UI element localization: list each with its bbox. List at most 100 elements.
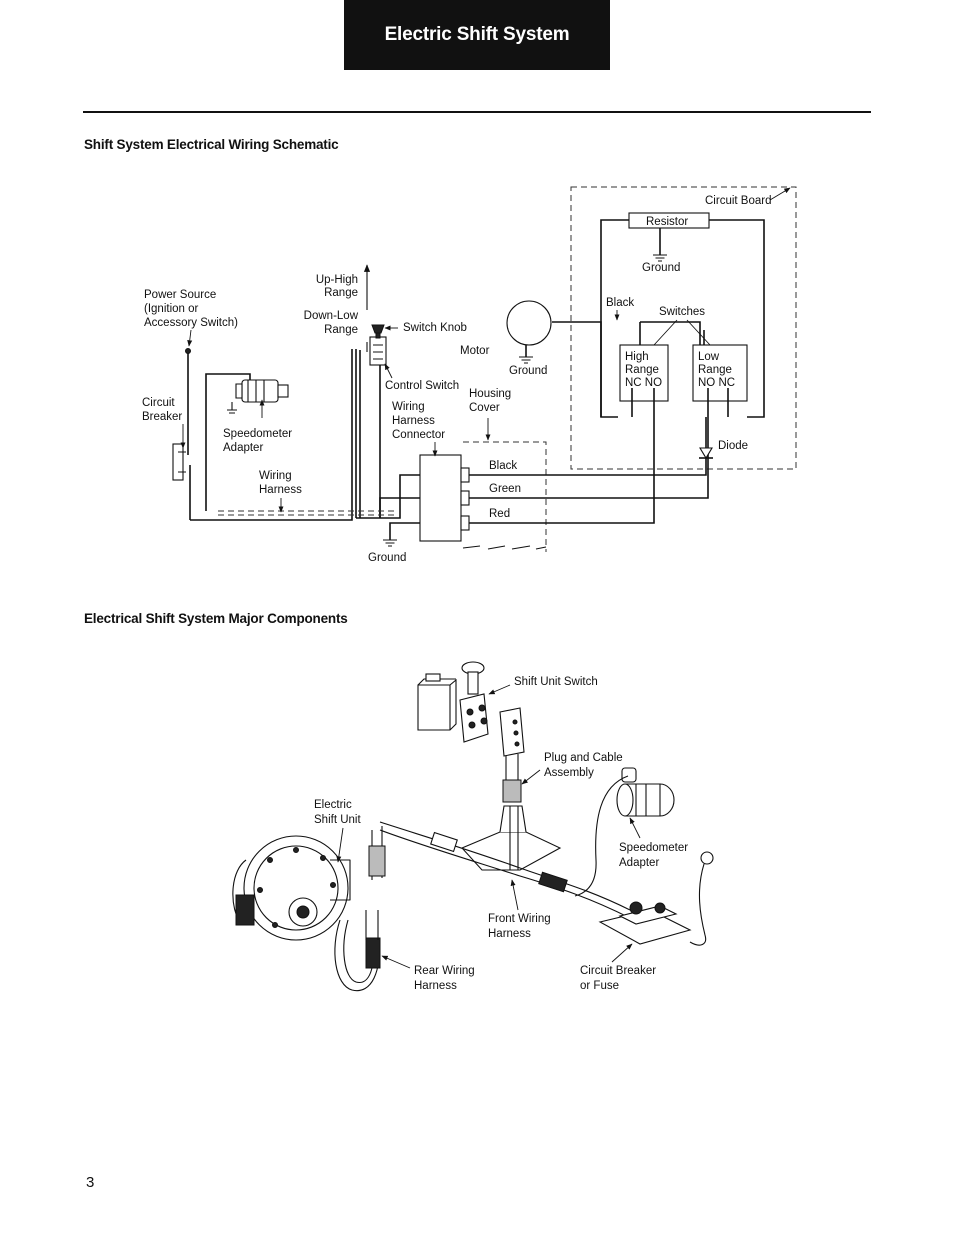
leader-rear-wiring bbox=[381, 955, 411, 969]
speedometer-adapter-icon bbox=[235, 379, 289, 403]
leader-control-switch bbox=[384, 363, 393, 379]
page-header-tab: Electric Shift System bbox=[344, 0, 610, 70]
speedometer-lead bbox=[574, 775, 629, 897]
breaker-terminals bbox=[178, 451, 186, 473]
page-header-title: Electric Shift System bbox=[384, 24, 570, 45]
speedometer-adapter-component bbox=[616, 767, 675, 817]
high-range-label-1: High bbox=[625, 351, 649, 363]
housing-cover-outline bbox=[463, 441, 547, 552]
wire-power-source bbox=[187, 352, 191, 520]
label-speedometer-adapter-comp-1: Speedometer bbox=[619, 842, 688, 854]
ground-symbol-motor bbox=[519, 356, 533, 364]
rear-harness-connector bbox=[365, 937, 381, 969]
control-box-icon bbox=[417, 673, 457, 731]
housing-cover-break bbox=[462, 545, 547, 550]
label-switches: Switches bbox=[659, 306, 705, 318]
label-circuit-breaker-fuse-1: Circuit Breaker bbox=[580, 965, 656, 977]
label-diode: Diode bbox=[718, 440, 748, 452]
leader-shift-unit-switch bbox=[488, 684, 511, 695]
harness-main-run bbox=[190, 349, 381, 521]
label-wiring-harness-2: Harness bbox=[259, 484, 302, 496]
label-connector-3: Connector bbox=[392, 429, 445, 441]
label-control-switch: Control Switch bbox=[385, 380, 459, 392]
high-range-label-2: Range bbox=[625, 364, 659, 376]
label-black-board: Black bbox=[606, 297, 634, 309]
label-power-source-2: (Ignition or bbox=[144, 303, 199, 315]
ground-symbol-resistor bbox=[653, 254, 667, 262]
label-circuit-breaker-2: Breaker bbox=[142, 411, 182, 423]
label-plug-cable-1: Plug and Cable bbox=[544, 752, 623, 764]
label-circuit-board: Circuit Board bbox=[705, 195, 771, 207]
connector-pin-green bbox=[460, 490, 470, 506]
label-power-source-3: Accessory Switch) bbox=[144, 317, 238, 329]
front-harness-plug bbox=[538, 871, 568, 893]
label-front-wiring-1: Front Wiring bbox=[488, 913, 551, 925]
ground-symbol-speedo bbox=[227, 409, 237, 414]
front-harness-bracket bbox=[461, 805, 562, 871]
leader-circuit-breaker-fuse bbox=[611, 943, 633, 963]
low-range-switch bbox=[692, 344, 748, 402]
leader-circuit-board bbox=[769, 187, 791, 201]
connector-pin-red bbox=[460, 515, 470, 531]
label-speedometer-adapter-2: Adapter bbox=[223, 442, 263, 454]
leader-speedometer-adapter bbox=[629, 817, 641, 839]
label-front-wiring-2: Harness bbox=[488, 928, 531, 940]
label-connector-2: Harness bbox=[392, 415, 435, 427]
switch-contacts bbox=[631, 388, 729, 401]
label-connector-1: Wiring bbox=[392, 401, 425, 413]
label-ground-resistor: Ground bbox=[642, 262, 680, 274]
low-range-label-2: Range bbox=[698, 364, 732, 376]
wire-switches-bus bbox=[639, 321, 701, 345]
harness-wire-ground bbox=[389, 522, 420, 540]
wire-resistor-right bbox=[709, 219, 765, 418]
wiring-harness-connector bbox=[419, 454, 462, 542]
leader-electric-shift-unit bbox=[336, 827, 344, 863]
rear-harness-leads bbox=[365, 910, 379, 940]
harness-wire-1 bbox=[356, 474, 420, 519]
label-rear-wiring-1: Rear Wiring bbox=[414, 965, 475, 977]
cable-sleeve bbox=[502, 779, 522, 803]
diode bbox=[699, 447, 713, 460]
wire-board-motor bbox=[552, 321, 602, 417]
label-speedometer-adapter-comp-2: Adapter bbox=[619, 857, 659, 869]
circuit-breaker-schematic bbox=[172, 443, 184, 481]
wire-resistor-left bbox=[600, 219, 629, 418]
front-harness-cable-1 bbox=[379, 821, 631, 911]
label-wire-red: Red bbox=[489, 508, 510, 520]
label-circuit-breaker-1: Circuit bbox=[142, 397, 175, 409]
ground-symbol-bottom bbox=[383, 539, 397, 547]
leader-switches bbox=[653, 319, 711, 346]
label-wiring-harness-1: Wiring bbox=[259, 470, 292, 482]
wire-red bbox=[461, 401, 655, 524]
low-range-label-1: Low bbox=[698, 351, 720, 363]
label-plug-cable-2: Assembly bbox=[544, 767, 594, 779]
electric-shift-unit-component bbox=[232, 835, 351, 941]
control-switch bbox=[369, 336, 387, 366]
label-speedometer-adapter-1: Speedometer bbox=[223, 428, 292, 440]
label-switch-knob: Switch Knob bbox=[403, 322, 467, 334]
label-up-high-1: Up-High bbox=[316, 274, 358, 286]
resistor-label: Resistor bbox=[646, 216, 688, 228]
high-range-switch bbox=[619, 344, 669, 402]
major-components-illustration bbox=[232, 661, 714, 992]
leader-front-wiring bbox=[510, 879, 519, 911]
label-electric-shift-unit-2: Shift Unit bbox=[314, 814, 361, 826]
low-range-label-3: NO NC bbox=[698, 377, 735, 389]
label-housing-cover-1: Housing bbox=[469, 388, 511, 400]
page-number: 3 bbox=[86, 1174, 95, 1191]
shift-unit-switch-icon bbox=[459, 661, 489, 743]
wiring-harness-sheath bbox=[218, 510, 395, 516]
motor bbox=[506, 300, 552, 346]
label-ground-motor: Ground bbox=[509, 365, 547, 377]
ring-terminal-lead bbox=[689, 863, 707, 946]
ring-terminal-icon bbox=[700, 851, 714, 865]
label-shift-unit-switch: Shift Unit Switch bbox=[514, 676, 598, 688]
label-rear-wiring-2: Harness bbox=[414, 980, 457, 992]
leader-plug-cable bbox=[521, 769, 541, 785]
label-down-low-1: Down-Low bbox=[304, 310, 359, 322]
leader-power-source bbox=[187, 329, 193, 347]
connector-pin-black bbox=[460, 467, 470, 483]
components-section-title: Electrical Shift System Major Components bbox=[84, 611, 348, 626]
schematic-section-title: Shift System Electrical Wiring Schematic bbox=[84, 137, 339, 152]
